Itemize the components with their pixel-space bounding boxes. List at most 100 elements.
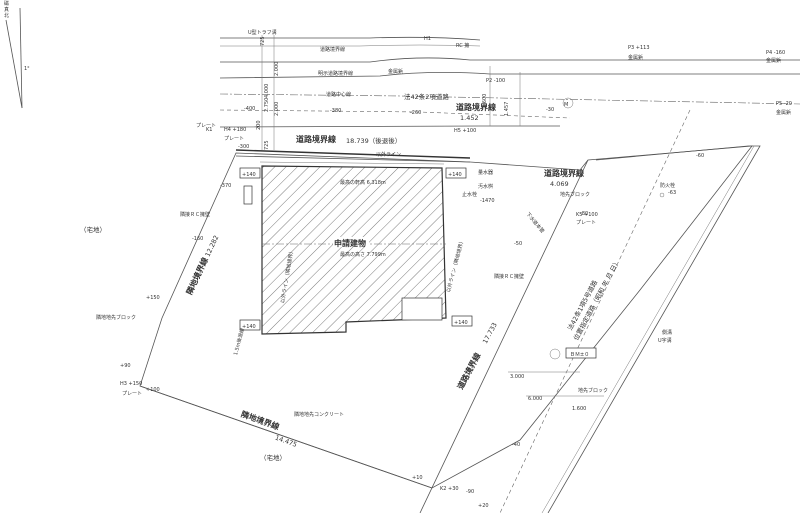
tsu-label: U型トラフ溝 xyxy=(248,29,277,36)
setback-len: 1.452 xyxy=(460,114,479,122)
lvl-n63: -63 xyxy=(668,190,676,196)
road-boundary-main-len: 18.739（後退後） xyxy=(346,136,401,145)
lvl-n90r: -90 xyxy=(466,489,474,495)
building-label: 申請建物 xyxy=(334,238,366,248)
lvl-n60: -60 xyxy=(696,153,704,159)
neighbor-block: 隣地地先ブロック xyxy=(96,314,136,321)
dim-1457: 1.457 xyxy=(504,102,510,116)
neighbor-line-1-len: 12.282 xyxy=(204,234,221,258)
plate-label-4: プレート xyxy=(576,220,596,226)
applied-building xyxy=(243,165,447,335)
u-ditch: U字溝 xyxy=(658,337,672,344)
residential-left: （宅地） xyxy=(80,225,106,234)
lvl-n370: -370 xyxy=(220,183,231,189)
point-k2: K2 +30 xyxy=(440,486,459,492)
road-boundary-lower-len: 17.733 xyxy=(481,321,499,345)
road-boundary-right-len: 4.069 xyxy=(550,180,569,188)
side-ditch: 側溝 xyxy=(662,329,672,336)
lvl-p140b: +140 xyxy=(448,172,462,178)
point-p5: P5 -20 xyxy=(776,101,792,107)
dim-200a: 200 xyxy=(256,120,262,130)
north-angle: 1° xyxy=(24,66,30,72)
road-boundary-right: 道路境界線 xyxy=(544,168,584,178)
point-h3: H3 +150 xyxy=(120,381,142,387)
north-char-2: 真 xyxy=(4,6,9,13)
manhole-label: 量水器 xyxy=(478,169,493,176)
sewer-label: 汚水桝 xyxy=(478,183,493,190)
bm-label: ＢＭ±０ xyxy=(570,352,589,358)
benchmark: ＢＭ±０ xyxy=(549,347,597,360)
plate-label-1: プレート xyxy=(196,123,216,129)
lvl-p150: +150 xyxy=(146,295,160,301)
lvl-n400: -400 xyxy=(244,106,255,112)
dim-2000b: 2.000 xyxy=(274,102,280,116)
dim-3000: 3.000 xyxy=(510,374,524,380)
law42-label: 法42条2項道路 xyxy=(404,92,449,101)
dim-1600: 1.600 xyxy=(482,94,488,108)
curb-label: 道路境界線 xyxy=(320,46,345,53)
road-boundary-main: 道路境界線 xyxy=(296,134,336,144)
plate-label-2: プレート xyxy=(224,136,244,142)
north-char-3: 北 xyxy=(4,12,9,19)
north-arrow: 磁 真 北 1° xyxy=(4,0,30,109)
road-lines xyxy=(219,36,801,163)
lvl-n260: -260 xyxy=(410,110,421,116)
neighbor-rc-left: 隣接ＲＣ擁壁 xyxy=(180,211,210,218)
block-top: 地先ブロック xyxy=(560,191,590,198)
corner-levels: +140 +140 +140 +140 xyxy=(239,167,473,331)
dim-725b: 725 xyxy=(264,140,270,150)
ichi-line-right: 以外ライン（隣地境界） xyxy=(445,238,466,293)
point-h5: H5 +100 xyxy=(454,128,476,134)
neighbor-line-1: 隣地境界線 xyxy=(184,256,210,296)
metal-plate-3: 金属鋲 xyxy=(776,109,791,116)
point-h4: H4 +180 xyxy=(224,127,246,133)
lvl-p140c: +140 xyxy=(242,324,256,330)
road-boundary-lower: 道路境界線 xyxy=(455,351,483,391)
lvl-p40: -40 xyxy=(512,442,520,448)
label-rc: RC 擁 xyxy=(456,42,469,49)
neighbor-line-2-len: 14.475 xyxy=(274,434,298,449)
sewer-main-label: 下水道本管 xyxy=(524,211,545,235)
metal-plate-1: 金属鋲 xyxy=(628,54,643,61)
lvl-n380: -380 xyxy=(330,108,341,114)
road-boundary-setback: 道路境界線 xyxy=(456,102,496,112)
lvl-n50: -50 xyxy=(514,241,522,247)
residential-bottom: （宅地） xyxy=(260,453,286,462)
dim-1600b: 1.600 xyxy=(572,406,586,412)
neighbor-concrete: 隣地地先コンクリート xyxy=(294,411,344,418)
dim-725a: 725 xyxy=(260,36,266,46)
point-p4: P4 -160 xyxy=(766,50,785,56)
lvl-n300: -300 xyxy=(238,144,249,150)
metal-plate-2: 金属鋲 xyxy=(766,57,781,64)
north-char-1: 磁 xyxy=(4,0,9,7)
lvl-p100: +100 xyxy=(146,387,160,393)
center-label: 道路中心線 xyxy=(326,91,351,98)
ichi-line: 以外ライン xyxy=(376,151,401,158)
clearline-label: 明示道路境界線 xyxy=(318,70,353,77)
point-k1: K1 xyxy=(206,127,212,133)
lvl-n30: -30 xyxy=(546,107,554,113)
lvl-p20: +20 xyxy=(478,503,489,509)
r-rc: 隣接ＲＣ擁壁 xyxy=(494,273,524,280)
dim-6000: 6.000 xyxy=(528,396,542,402)
point-p3: P3 +113 xyxy=(628,45,650,51)
lvl-p140a: +140 xyxy=(242,172,256,178)
dim-2750: 2.750 xyxy=(264,98,270,112)
m-marker: M xyxy=(564,102,568,108)
kanabyo-label: 金属鋲 xyxy=(388,68,403,75)
hydrant-label: 防火栓 xyxy=(660,182,675,189)
dim-2000a: 2.000 xyxy=(274,62,280,76)
lvl-p140d: +140 xyxy=(454,320,468,326)
ridge2: 最高の高さ 7.799m xyxy=(340,251,386,258)
designated-road-label: 位置指定道路（昭和 年 月 日） xyxy=(571,257,622,341)
block-short: 地先ブロック xyxy=(578,387,608,394)
dim-4000: 4.000 xyxy=(264,84,270,98)
ridge1: 最高の軒高 6.318m xyxy=(340,179,386,186)
point-p2: P2 -100 xyxy=(486,78,505,84)
lvl-n90: +90 xyxy=(120,363,131,369)
road-1m: 1.5m後退線 xyxy=(232,327,246,356)
left-dimensions: 725 4.000 2.000 2.000 2.750 200 725 xyxy=(256,35,280,150)
water-label: 止水栓 xyxy=(462,191,477,198)
lvl-n80: -80 xyxy=(580,211,588,217)
